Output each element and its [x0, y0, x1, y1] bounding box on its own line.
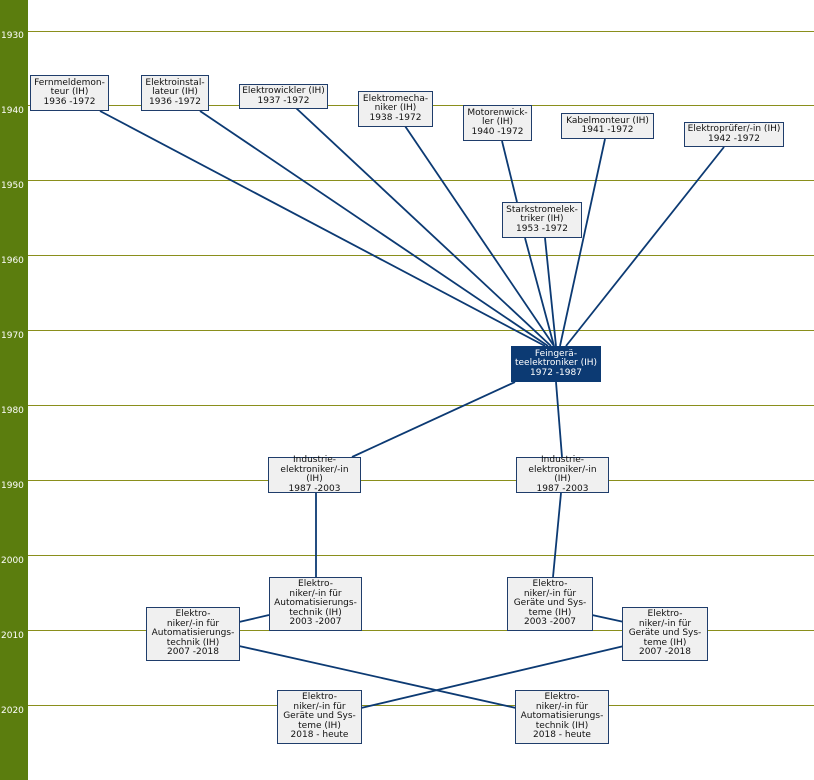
edge-industrie-right-geraete-2003: [552, 492, 562, 578]
node-elektrowickler: Elektrowickler (IH) 1937 -1972: [239, 84, 328, 109]
year-label-1960: 1960: [1, 256, 24, 266]
node-automatisierung-2018: Elektro- niker/-in für Automatisierungs-…: [515, 690, 609, 744]
edge-elektrowickler-feingeraete: [295, 107, 552, 347]
edge-elektroinstallateur-feingeraete: [199, 110, 549, 347]
node-industrieelektroniker-right: Industrie- elektroniker/-in (IH) 1987 -2…: [516, 455, 609, 493]
node-feingeraeteelektroniker: Feingerä- teelektroniker (IH) 1972 -1987: [511, 346, 601, 382]
node-elektroinstallateur: Elektroinstal- lateur (IH) 1936 -1972: [141, 75, 209, 111]
node-kabelmonteur: Kabelmonteur (IH) 1941 -1972: [561, 113, 654, 139]
node-starkstromelektriker: Starkstromelek- triker (IH) 1953 -1972: [502, 202, 582, 238]
year-label-1950: 1950: [1, 181, 24, 191]
edge-automatisierung-2007-2018: [238, 645, 517, 709]
node-elektromechaniker: Elektromecha- niker (IH) 1938 -1972: [358, 91, 433, 127]
edge-motorenwickler-feingeraete: [524, 237, 555, 347]
node-industrieelektroniker-left: Industrie- elektroniker/-in (IH) 1987 -2…: [268, 455, 361, 493]
year-label-1980: 1980: [1, 406, 24, 416]
gridline-2000: [28, 555, 814, 556]
gridline-2010: [28, 630, 814, 631]
year-label-2020: 2020: [1, 706, 24, 716]
gridline-1970: [28, 330, 814, 331]
year-label-1970: 1970: [1, 331, 24, 341]
gridline-1990: [28, 480, 814, 481]
gridline-2020: [28, 705, 814, 706]
year-sidebar: [0, 0, 28, 780]
gridline-1930: [28, 31, 814, 32]
year-label-1940: 1940: [1, 106, 24, 116]
edge-automatisierung-2003-2007: [238, 614, 270, 623]
edge-feingeraete-industrie-right: [555, 381, 563, 458]
node-geraete-2003: Elektro- niker/-in für Geräte und Sys- t…: [507, 577, 593, 631]
edge-kabelmonteur-feingeraete: [559, 138, 606, 347]
node-automatisierung-2007: Elektro- niker/-in für Automatisierungs-…: [146, 607, 240, 661]
edge-geraete-2003-2007: [591, 614, 625, 623]
gridline-1980: [28, 405, 814, 406]
gridline-1960: [28, 255, 814, 256]
edge-elektromechaniker-feingeraete: [404, 125, 555, 347]
edge-feingeraete-industrie-left: [351, 381, 516, 458]
year-label-2000: 2000: [1, 556, 24, 566]
year-label-1990: 1990: [1, 481, 24, 491]
edge-fernmeldemonteur-feingeraete: [99, 110, 546, 347]
edge-elektropruefer-feingeraete: [565, 146, 725, 347]
year-label-1930: 1930: [1, 31, 24, 41]
node-fernmeldemonteur: Fernmeldemon- teur (IH) 1936 -1972: [30, 75, 109, 111]
node-geraete-2018: Elektro- niker/-in für Geräte und Sys- t…: [277, 690, 362, 744]
edge-motorenwickler-starkstrom: [501, 140, 518, 203]
year-label-2010: 2010: [1, 631, 24, 641]
gridline-1950: [28, 180, 814, 181]
node-automatisierung-2003: Elektro- niker/-in für Automatisierungs-…: [269, 577, 362, 631]
node-geraete-2007: Elektro- niker/-in für Geräte und Sys- t…: [622, 607, 708, 661]
edge-starkstrom-feingeraete: [544, 237, 557, 347]
edge-geraete-2007-2018: [360, 645, 625, 709]
node-motorenwickler: Motorenwick- ler (IH) 1940 -1972: [463, 105, 532, 141]
node-elektropruefer: Elektroprüfer/-in (IH) 1942 -1972: [684, 122, 784, 147]
